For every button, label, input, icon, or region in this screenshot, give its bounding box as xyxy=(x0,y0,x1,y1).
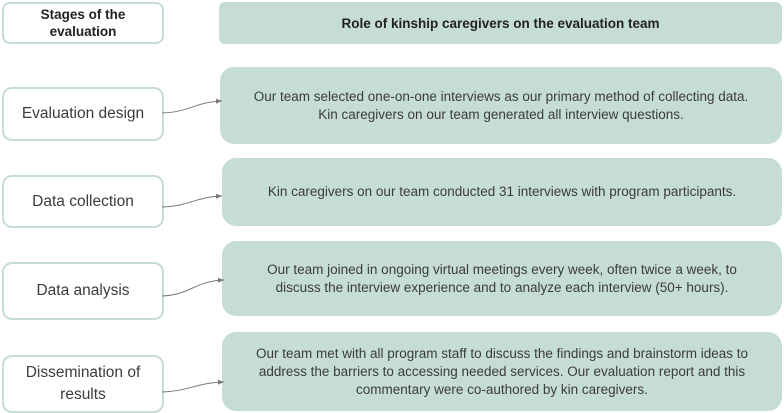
stage-label: Data collection xyxy=(32,192,134,210)
connector-arrow-3 xyxy=(161,277,225,297)
role-column-header: Role of kinship caregivers on the evalua… xyxy=(219,2,782,44)
role-box-dissemination: Our team met with all program staff to d… xyxy=(222,332,782,411)
stage-box-data-analysis: Data analysis xyxy=(2,262,164,320)
role-box-data-collection: Kin caregivers on our team conducted 31 … xyxy=(222,158,782,226)
role-text: Our team selected one-on-one interviews … xyxy=(253,88,749,122)
role-text: Kin caregivers on our team conducted 31 … xyxy=(267,184,737,199)
role-header-text: Role of kinship caregivers on the evalua… xyxy=(341,15,660,31)
stages-header-text: Stages of the evaluation xyxy=(40,7,126,39)
connector-arrow-1 xyxy=(161,98,223,114)
connector-arrow-4 xyxy=(161,379,225,393)
stage-label: Data analysis xyxy=(36,282,130,299)
stage-box-data-collection: Data collection xyxy=(2,175,164,228)
role-text: Our team joined in ongoing virtual meeti… xyxy=(267,261,737,295)
stage-label: Dissemination of results xyxy=(25,364,141,403)
stage-box-evaluation-design: Evaluation design xyxy=(2,87,164,141)
stage-box-dissemination: Dissemination of results xyxy=(2,355,164,413)
role-text: Our team met with all program staff to d… xyxy=(256,345,748,397)
role-box-evaluation-design: Our team selected one-on-one interviews … xyxy=(220,67,782,144)
connector-arrow-2 xyxy=(161,193,223,208)
stage-label: Evaluation design xyxy=(21,105,145,122)
stages-column-header: Stages of the evaluation xyxy=(2,2,164,44)
role-box-data-analysis: Our team joined in ongoing virtual meeti… xyxy=(222,241,782,316)
